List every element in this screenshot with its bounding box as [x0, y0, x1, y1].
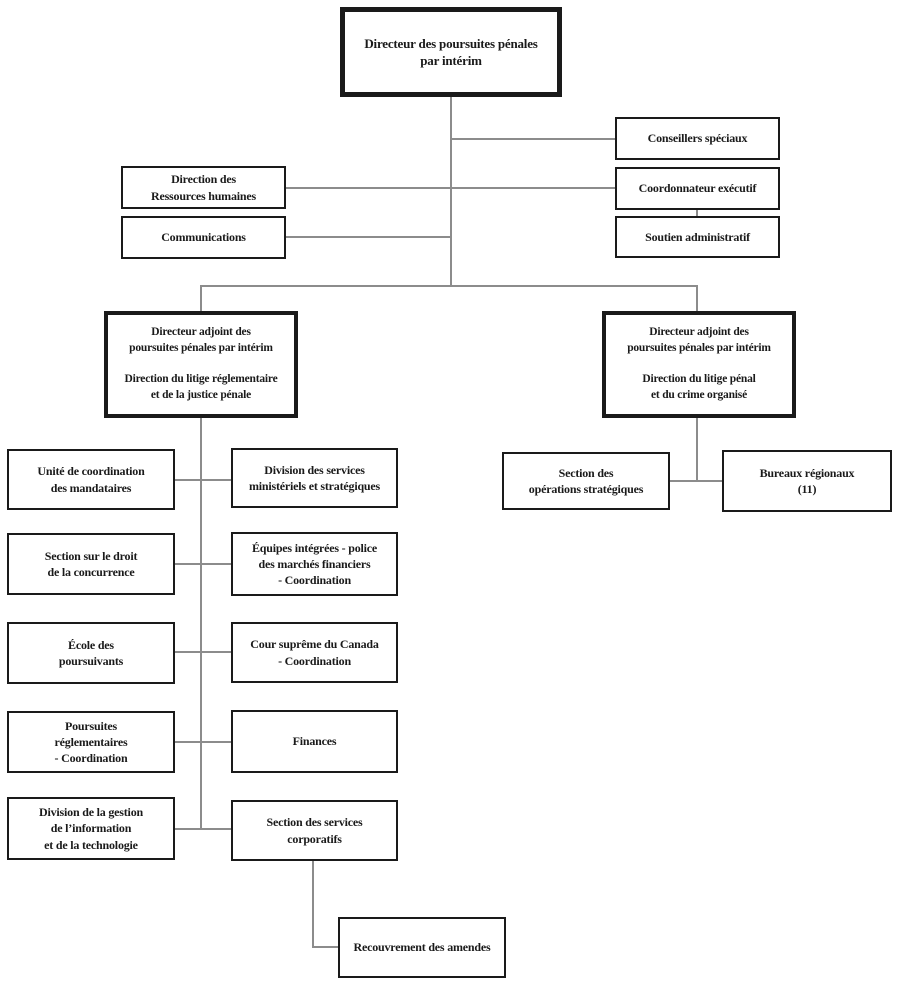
- connector-left-trunk: [200, 418, 202, 830]
- node-directeur-adjoint-penal: Directeur adjoint des poursuites pénales…: [602, 311, 796, 418]
- node-section-droit-concurrence: Section sur le droit de la concurrence: [7, 533, 175, 595]
- connector-row2: [175, 563, 231, 565]
- node-finances: Finances: [231, 710, 398, 773]
- node-directeur-adjoint-reglementaire: Directeur adjoint des poursuites pénales…: [104, 311, 298, 418]
- connector-conseillers: [451, 138, 615, 140]
- node-section-services-corporatifs: Section des services corporatifs: [231, 800, 398, 861]
- connector-row1: [175, 479, 231, 481]
- node-equipes-integrees: Équipes intégrées - police des marchés f…: [231, 532, 398, 596]
- node-conseillers-speciaux: Conseillers spéciaux: [615, 117, 780, 160]
- connector-deputy-right-drop: [696, 285, 698, 311]
- node-communications: Communications: [121, 216, 286, 259]
- connector-row5: [175, 828, 231, 830]
- node-coordonnateur-executif: Coordonnateur exécutif: [615, 167, 780, 210]
- connector-top-trunk: [450, 97, 452, 286]
- connector-corporatifs-drop: [312, 861, 314, 948]
- connector-row4: [175, 741, 231, 743]
- connector-distribution: [200, 285, 698, 287]
- connector-rh-coordonnateur: [286, 187, 615, 189]
- node-unite-coordination-mandataires: Unité de coordination des mandataires: [7, 449, 175, 510]
- node-bureaux-regionaux: Bureaux régionaux (11): [722, 450, 892, 512]
- connector-communications: [286, 236, 451, 238]
- connector-coordonnateur-soutien: [696, 210, 698, 216]
- node-soutien-administratif: Soutien administratif: [615, 216, 780, 258]
- connector-row3: [175, 651, 231, 653]
- node-ecole-poursuivants: École des poursuivants: [7, 622, 175, 684]
- connector-recouvrement: [312, 946, 338, 948]
- node-cour-supreme: Cour suprême du Canada - Coordination: [231, 622, 398, 683]
- connector-right-row: [670, 480, 722, 482]
- connector-right-trunk: [696, 418, 698, 481]
- node-section-operations-strategiques: Section des opérations stratégiques: [502, 452, 670, 510]
- node-recouvrement-amendes: Recouvrement des amendes: [338, 917, 506, 978]
- node-poursuites-reglementaires: Poursuites réglementaires - Coordination: [7, 711, 175, 773]
- node-directeur-poursuites-penales: Directeur des poursuites pénales par int…: [340, 7, 562, 97]
- node-direction-ressources-humaines: Direction des Ressources humaines: [121, 166, 286, 209]
- connector-deputy-left-drop: [200, 285, 202, 311]
- node-division-services-ministeriels: Division des services ministériels et st…: [231, 448, 398, 508]
- node-division-gestion-information: Division de la gestion de l’information …: [7, 797, 175, 860]
